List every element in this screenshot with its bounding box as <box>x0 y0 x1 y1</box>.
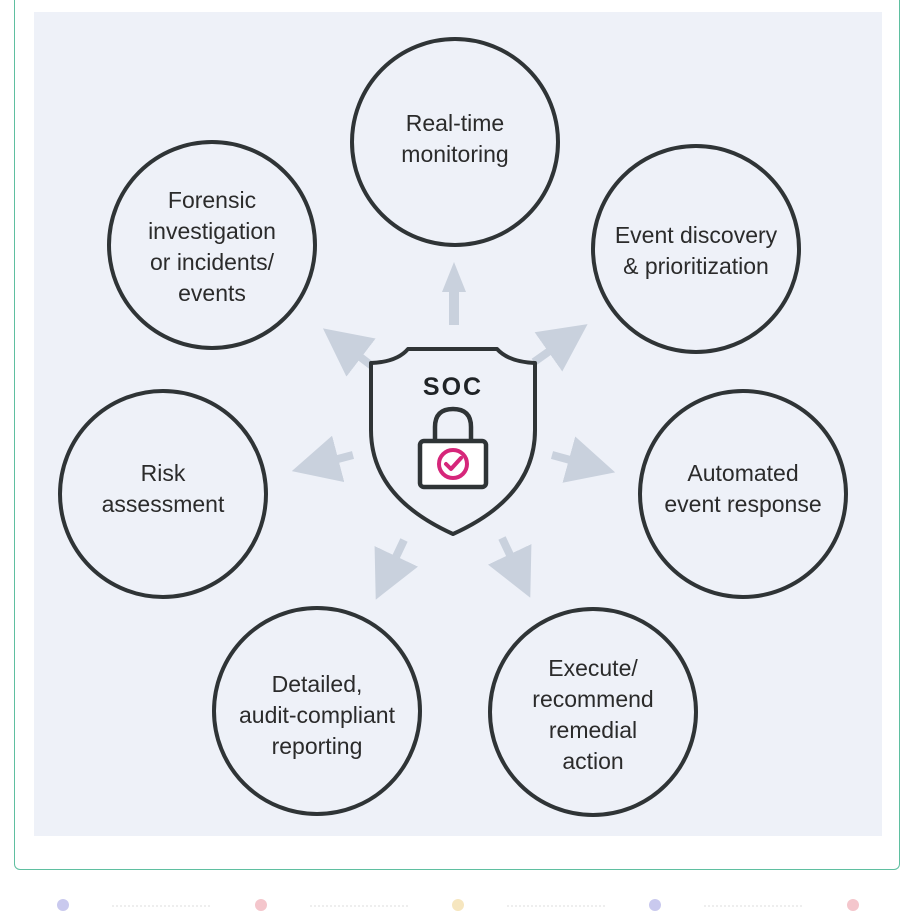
center-title: SOC <box>423 373 483 401</box>
carousel-indicator <box>57 899 859 911</box>
dot-4 <box>649 899 661 911</box>
arrow-discovery <box>531 324 588 372</box>
node-label-realtime: Real-time monitoring <box>401 110 509 167</box>
node-circle-execute <box>488 607 698 817</box>
arrow-risk <box>291 435 355 483</box>
check-mark-icon <box>444 456 463 471</box>
node-circle-reporting <box>212 606 422 816</box>
lock-shackle <box>432 406 474 442</box>
arrow-execute <box>488 536 532 598</box>
arrow-realtime <box>442 262 466 325</box>
node-label-reporting: Detailed, audit-compliant reporting <box>239 670 395 759</box>
dot-2 <box>255 899 267 911</box>
node-circle-forensic <box>107 140 317 350</box>
node-label-risk: Risk assessment <box>101 460 225 517</box>
node-label-automated: Automated event response <box>664 460 822 517</box>
node-label-discovery: Event discovery & prioritization <box>614 222 778 279</box>
arrow-automated <box>550 436 616 483</box>
node-circle-risk <box>58 389 268 599</box>
arrow-reporting <box>374 538 418 600</box>
node-circle-discovery <box>591 144 801 354</box>
dot-3 <box>452 899 464 911</box>
node-label-execute: Execute/ recommend remedial action <box>532 655 654 774</box>
dot-5 <box>847 899 859 911</box>
arrow-forensic <box>322 328 376 377</box>
card-frame <box>14 0 900 870</box>
node-circle-realtime <box>350 37 560 247</box>
check-circle-icon <box>437 448 469 480</box>
node-circle-automated <box>638 389 848 599</box>
node-label-forensic: Forensic investigation or incidents/ eve… <box>148 187 276 306</box>
dot-1 <box>57 899 69 911</box>
